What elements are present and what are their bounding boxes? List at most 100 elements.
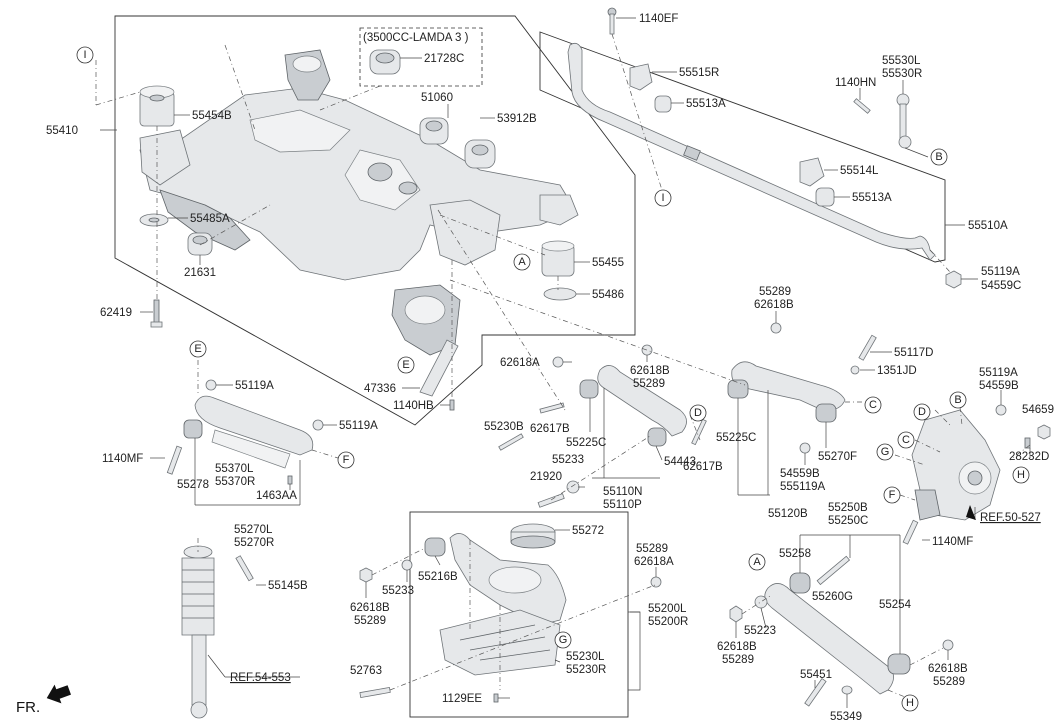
svg-text:C: C xyxy=(869,399,877,411)
label-55530L: 55530L xyxy=(882,55,921,67)
label-55451: 55451 xyxy=(800,669,832,681)
label-55119A-knuckle: 55119A xyxy=(979,367,1018,379)
label-55233-2: 55233 xyxy=(382,585,414,597)
mount-21728C xyxy=(369,49,401,75)
label-55370L: 55370L xyxy=(215,463,254,475)
bolt-52763 xyxy=(359,686,391,699)
label-55513A-2: 55513A xyxy=(852,192,892,204)
label-55510A: 55510A xyxy=(968,220,1008,232)
label-55289-br: 55289 xyxy=(722,654,754,666)
label-62618B-top: 62618B xyxy=(754,299,794,311)
label-55230B: 55230B xyxy=(484,421,524,433)
nut-1351JD xyxy=(850,365,860,375)
knuckle-illustration xyxy=(911,409,1001,521)
label-54559B-mid: 54559B xyxy=(780,468,820,480)
svg-text:D: D xyxy=(918,406,926,418)
bolt-1140MF-right xyxy=(902,519,919,545)
label-55230R: 55230R xyxy=(566,664,606,676)
label-1351JD: 1351JD xyxy=(877,365,917,377)
upper-arm-55120B xyxy=(727,361,846,423)
crossmember-group-frame xyxy=(114,15,636,426)
label-55119A-e2: 55119A xyxy=(339,420,378,432)
label-55254: 55254 xyxy=(879,599,912,611)
callout-E-link: E xyxy=(189,340,207,358)
label-54559C: 54559C xyxy=(981,280,1021,292)
label-55289-br2: 55289 xyxy=(933,676,965,688)
callout-G-arm: G xyxy=(554,631,572,649)
bolt-1140HN xyxy=(853,98,871,114)
lower-arm-group-frame xyxy=(409,511,629,718)
callout-G-knuckle: G xyxy=(876,443,894,461)
washer-21920 xyxy=(566,480,580,494)
engine-variant-box xyxy=(359,27,483,87)
label-55120B: 55120B xyxy=(768,508,808,520)
washer-55486 xyxy=(543,287,577,301)
callout-A-frame: A xyxy=(513,253,531,271)
bushing-21631 xyxy=(187,232,213,256)
label-55289-mid: 55289 xyxy=(633,378,665,390)
nut-55119A-right xyxy=(945,270,962,289)
callout-C-arm: C xyxy=(864,396,882,414)
lower-link-55250B xyxy=(764,572,911,695)
bolt-62617B-3 xyxy=(691,418,707,446)
label-55515R: 55515R xyxy=(679,67,719,79)
nut-55119A-e1 xyxy=(205,379,217,391)
svg-text:I: I xyxy=(661,192,664,204)
label-55349: 55349 xyxy=(830,711,862,723)
part-labels: 55410 55454B (3500CC-LAMDA 3 ) 21728C 51… xyxy=(46,13,1054,723)
label-55289-b2: 55289 xyxy=(636,543,668,555)
label-62617B-1: 62617B xyxy=(530,423,570,435)
label-55513A-1: 55513A xyxy=(686,98,726,110)
rear-crossmember-illustration xyxy=(139,49,579,356)
bushing-55454B xyxy=(139,85,175,127)
bolt-62419 xyxy=(150,299,163,328)
svg-text:B: B xyxy=(954,394,961,406)
svg-text:E: E xyxy=(194,343,201,355)
label-55223: 55223 xyxy=(744,625,776,637)
label-55258: 55258 xyxy=(779,548,811,560)
label-21728C: 21728C xyxy=(424,53,464,65)
label-55454B: 55454B xyxy=(192,110,232,122)
bolt-55451 xyxy=(804,678,827,707)
leader-lines xyxy=(95,17,1031,708)
svg-text:F: F xyxy=(343,454,350,466)
label-ref-54-553[interactable]: REF.54-553 xyxy=(230,672,291,684)
label-55370R: 55370R xyxy=(215,476,255,488)
nut-54659 xyxy=(1037,424,1051,440)
label-62419: 62419 xyxy=(100,307,132,319)
label-53912B: 53912B xyxy=(497,113,537,125)
stabilizer-bar-illustration xyxy=(567,42,936,261)
svg-text:G: G xyxy=(881,446,890,458)
label-55230L: 55230L xyxy=(566,651,605,663)
camber-link-55270L xyxy=(183,395,314,469)
label-55216B: 55216B xyxy=(418,571,458,583)
label-54659: 54659 xyxy=(1022,404,1054,416)
washer-55233-b xyxy=(401,559,413,571)
callout-A-link: A xyxy=(748,553,766,571)
label-55289-top: 55289 xyxy=(759,286,791,298)
label-55119A-mid: 555119A xyxy=(780,481,826,493)
label-62618B-mid: 62618B xyxy=(630,365,670,377)
bushing-55513A-2 xyxy=(815,187,835,207)
callout-B-bar: B xyxy=(930,148,948,166)
callout-F-link: F xyxy=(337,451,355,469)
label-62618A-b: 62618A xyxy=(634,556,674,568)
label-ref-50-527[interactable]: REF.50-527 xyxy=(980,512,1041,524)
label-55289-b: 55289 xyxy=(354,615,386,627)
callout-F-knuckle: F xyxy=(883,486,901,504)
nut-62618A-mid xyxy=(552,356,564,368)
label-55110P: 55110P xyxy=(603,499,642,511)
callout-E-frame: E xyxy=(397,356,415,374)
nut-62618B-br2 xyxy=(942,639,954,651)
label-28232D: 28232D xyxy=(1009,451,1049,463)
lower-arm-55200L xyxy=(424,533,567,626)
bolt-55117D xyxy=(858,334,877,361)
nut-55119A-e2 xyxy=(312,419,324,431)
svg-text:I: I xyxy=(83,49,86,61)
label-55410: 55410 xyxy=(46,125,78,137)
spring-seat-55272 xyxy=(510,523,556,549)
label-52763: 52763 xyxy=(350,665,382,677)
bolt-55145B xyxy=(235,555,254,582)
bolt-1129EE xyxy=(493,693,499,703)
bolt-1140MF-left xyxy=(166,445,183,475)
